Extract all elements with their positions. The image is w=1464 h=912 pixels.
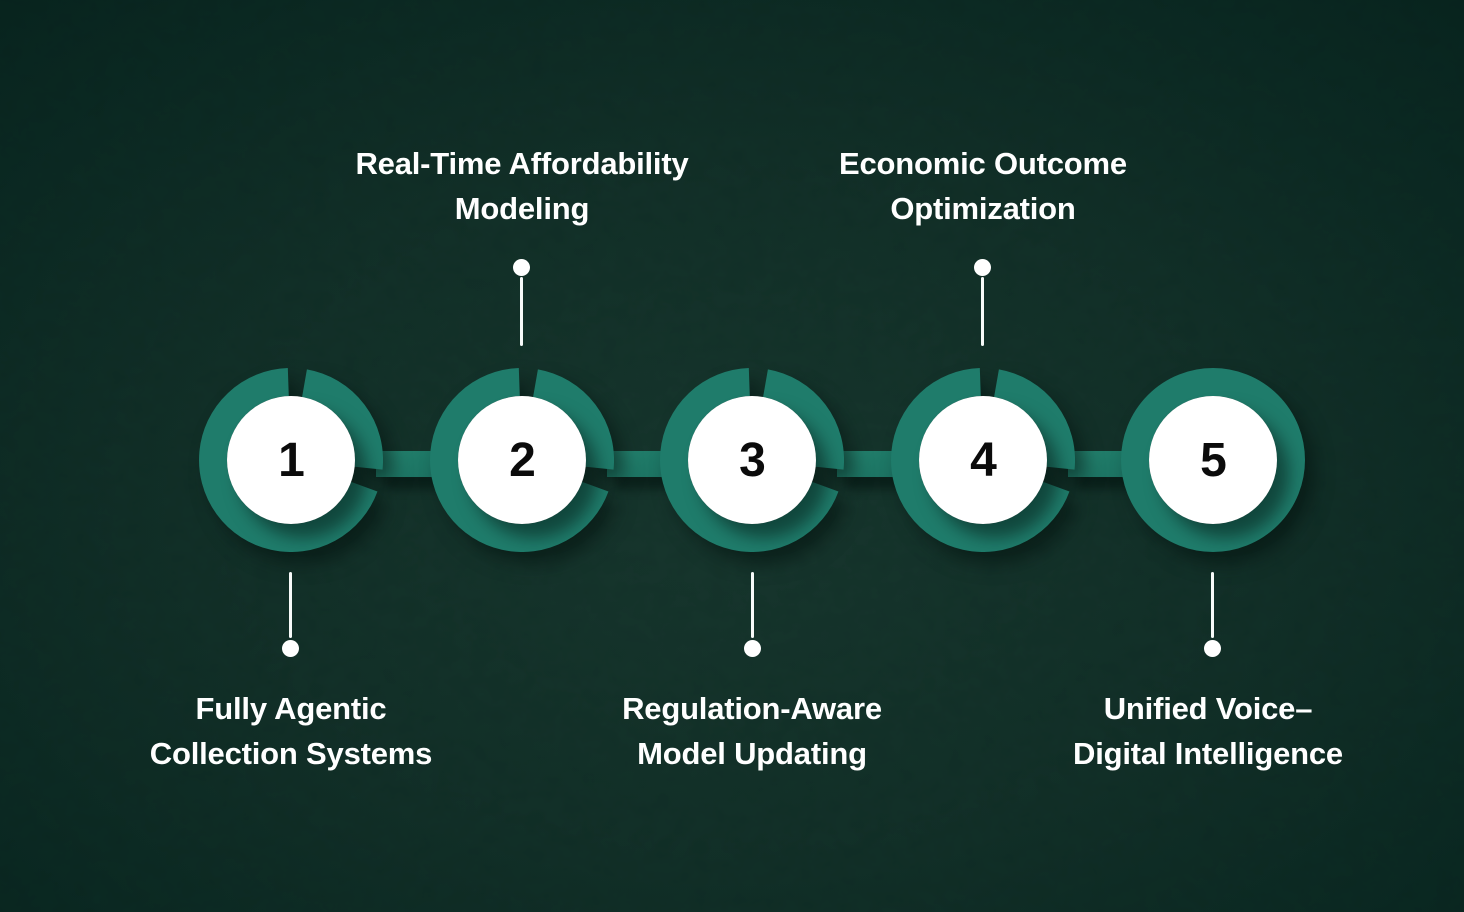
step-2-label: Real-Time Affordability Modeling <box>262 141 782 231</box>
step-4-pointer-line <box>981 277 984 346</box>
step-2-label-line1: Real-Time Affordability <box>355 146 689 181</box>
step-3-number: 3 <box>739 433 766 487</box>
step-1-label-line2: Collection Systems <box>149 736 433 771</box>
step-3-label: Regulation-Aware Model Updating <box>492 686 1012 776</box>
step-2-pointer-line <box>520 277 523 346</box>
step-4-pointer-dot <box>974 259 991 276</box>
step-5-label-line1: Unified Voice– <box>1103 691 1313 726</box>
step-4-label-line1: Economic Outcome <box>839 146 1127 181</box>
step-1-label-line1: Fully Agentic <box>195 691 387 726</box>
step-4-label: Economic Outcome Optimization <box>723 141 1243 231</box>
step-1-label: Fully Agentic Collection Systems <box>31 686 551 776</box>
step-4-number: 4 <box>970 433 997 487</box>
step-1-pointer-dot <box>282 640 299 657</box>
step-2-pointer-dot <box>513 259 530 276</box>
step-3-pointer-line <box>751 572 754 638</box>
step-3-number-badge: 3 <box>688 396 816 524</box>
step-4-label-line2: Optimization <box>890 191 1076 226</box>
step-1-pointer-line <box>289 572 292 638</box>
step-2-label-line2: Modeling <box>454 191 590 226</box>
step-2-number: 2 <box>509 433 536 487</box>
step-5-label: Unified Voice– Digital Intelligence <box>948 686 1464 776</box>
step-2-number-badge: 2 <box>458 396 586 524</box>
step-5-pointer-dot <box>1204 640 1221 657</box>
step-5-label-line2: Digital Intelligence <box>1073 736 1343 771</box>
step-3-label-line1: Regulation-Aware <box>622 691 882 726</box>
step-3-pointer-dot <box>744 640 761 657</box>
step-5-number: 5 <box>1200 433 1227 487</box>
step-5-pointer-line <box>1211 572 1214 638</box>
step-5-number-badge: 5 <box>1149 396 1277 524</box>
step-1-number-badge: 1 <box>227 396 355 524</box>
step-1-number: 1 <box>278 433 305 487</box>
step-4-number-badge: 4 <box>919 396 1047 524</box>
step-3-label-line2: Model Updating <box>637 736 867 771</box>
